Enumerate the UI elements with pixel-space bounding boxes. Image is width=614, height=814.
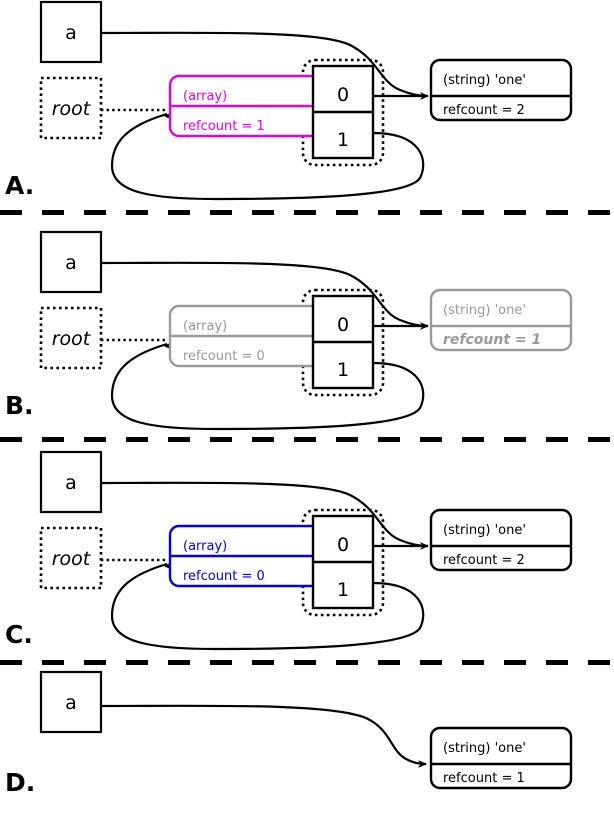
panel-b-canvas: a root (array) refcount = 0 0 1 (str [39, 230, 573, 431]
panel-c-label: C. [5, 620, 33, 649]
edge-a-to-string [100, 704, 427, 768]
panel-b: a root (array) refcount = 0 0 1 (str [0, 230, 614, 438]
separator-1 [0, 210, 614, 215]
panel-a-canvas: a root (array) refcount = 1 0 1 [39, 0, 573, 201]
cell-index-0: 0 [337, 314, 349, 336]
root-box-label: root [52, 328, 92, 350]
array-node-type-label: (array) [183, 89, 227, 104]
panel-a: a root (array) refcount = 1 0 1 [0, 0, 614, 210]
array-node: (array) refcount = 0 [168, 304, 322, 368]
root-box-label: root [52, 548, 92, 570]
string-node-refcount-label: refcount = 1 [443, 771, 525, 786]
string-node-refcount-label: refcount = 2 [443, 553, 525, 568]
panel-d-canvas: a (string) 'one' refcount = 1 [39, 670, 573, 790]
variable-box-a-label: a [65, 472, 77, 494]
root-box: root [39, 526, 103, 590]
edge-cell1-to-array [110, 112, 425, 201]
separator-2 [0, 437, 614, 442]
array-node-refcount-label: refcount = 0 [183, 349, 265, 364]
string-node-type-label: (string) 'one' [443, 741, 526, 756]
cell-index-1: 1 [337, 129, 349, 151]
array-node-refcount-label: refcount = 1 [183, 119, 265, 134]
string-node: (string) 'one' refcount = 1 [429, 726, 573, 790]
array-node-refcount-label: refcount = 0 [183, 569, 265, 584]
string-node-type-label: (string) 'one' [443, 303, 526, 318]
string-node: (string) 'one' refcount = 2 [429, 58, 573, 122]
edge-a-to-string [100, 261, 429, 328]
panel-c-canvas: a root (array) refcount = 0 0 1 (str [39, 450, 573, 651]
edge-cell1-to-array [110, 562, 425, 651]
cell-index-1: 1 [337, 579, 349, 601]
array-node-type-label: (array) [183, 539, 227, 554]
variable-box-a: a [39, 670, 103, 734]
string-node-type-label: (string) 'one' [443, 523, 526, 538]
string-node-type-label: (string) 'one' [443, 73, 526, 88]
panel-b-label: B. [5, 391, 34, 420]
panel-d: a (string) 'one' refcount = 1 D. [0, 670, 614, 814]
variable-box-a: a [39, 450, 103, 514]
array-cells: 0 1 [311, 514, 375, 610]
variable-box-a-label: a [65, 692, 77, 714]
cell-index-0: 0 [337, 534, 349, 556]
string-node-refcount-label: refcount = 1 [443, 332, 541, 348]
edge-cell1-to-array [110, 342, 425, 431]
edge-a-to-string [100, 481, 429, 548]
separator-3 [0, 660, 614, 665]
variable-box-a: a [39, 230, 103, 294]
variable-box-a-label: a [65, 252, 77, 274]
cell-index-0: 0 [337, 84, 349, 106]
string-node: (string) 'one' refcount = 2 [429, 508, 573, 572]
root-box: root [39, 306, 103, 370]
panel-d-label: D. [5, 768, 36, 797]
root-box: root [39, 76, 103, 140]
panel-c: a root (array) refcount = 0 0 1 (str [0, 450, 614, 660]
array-node-type-label: (array) [183, 319, 227, 334]
root-box-label: root [52, 98, 92, 120]
string-node: (string) 'one' refcount = 1 [429, 288, 573, 352]
edge-a-to-string [100, 31, 429, 98]
array-cells: 0 1 [311, 64, 375, 160]
cell-index-1: 1 [337, 359, 349, 381]
panel-a-label: A. [5, 171, 35, 200]
string-node-refcount-label: refcount = 2 [443, 103, 525, 118]
variable-box-a: a [39, 0, 103, 64]
array-node: (array) refcount = 0 [168, 524, 322, 588]
variable-box-a-label: a [65, 22, 77, 44]
array-node: (array) refcount = 1 [168, 74, 322, 138]
array-cells: 0 1 [311, 294, 375, 390]
